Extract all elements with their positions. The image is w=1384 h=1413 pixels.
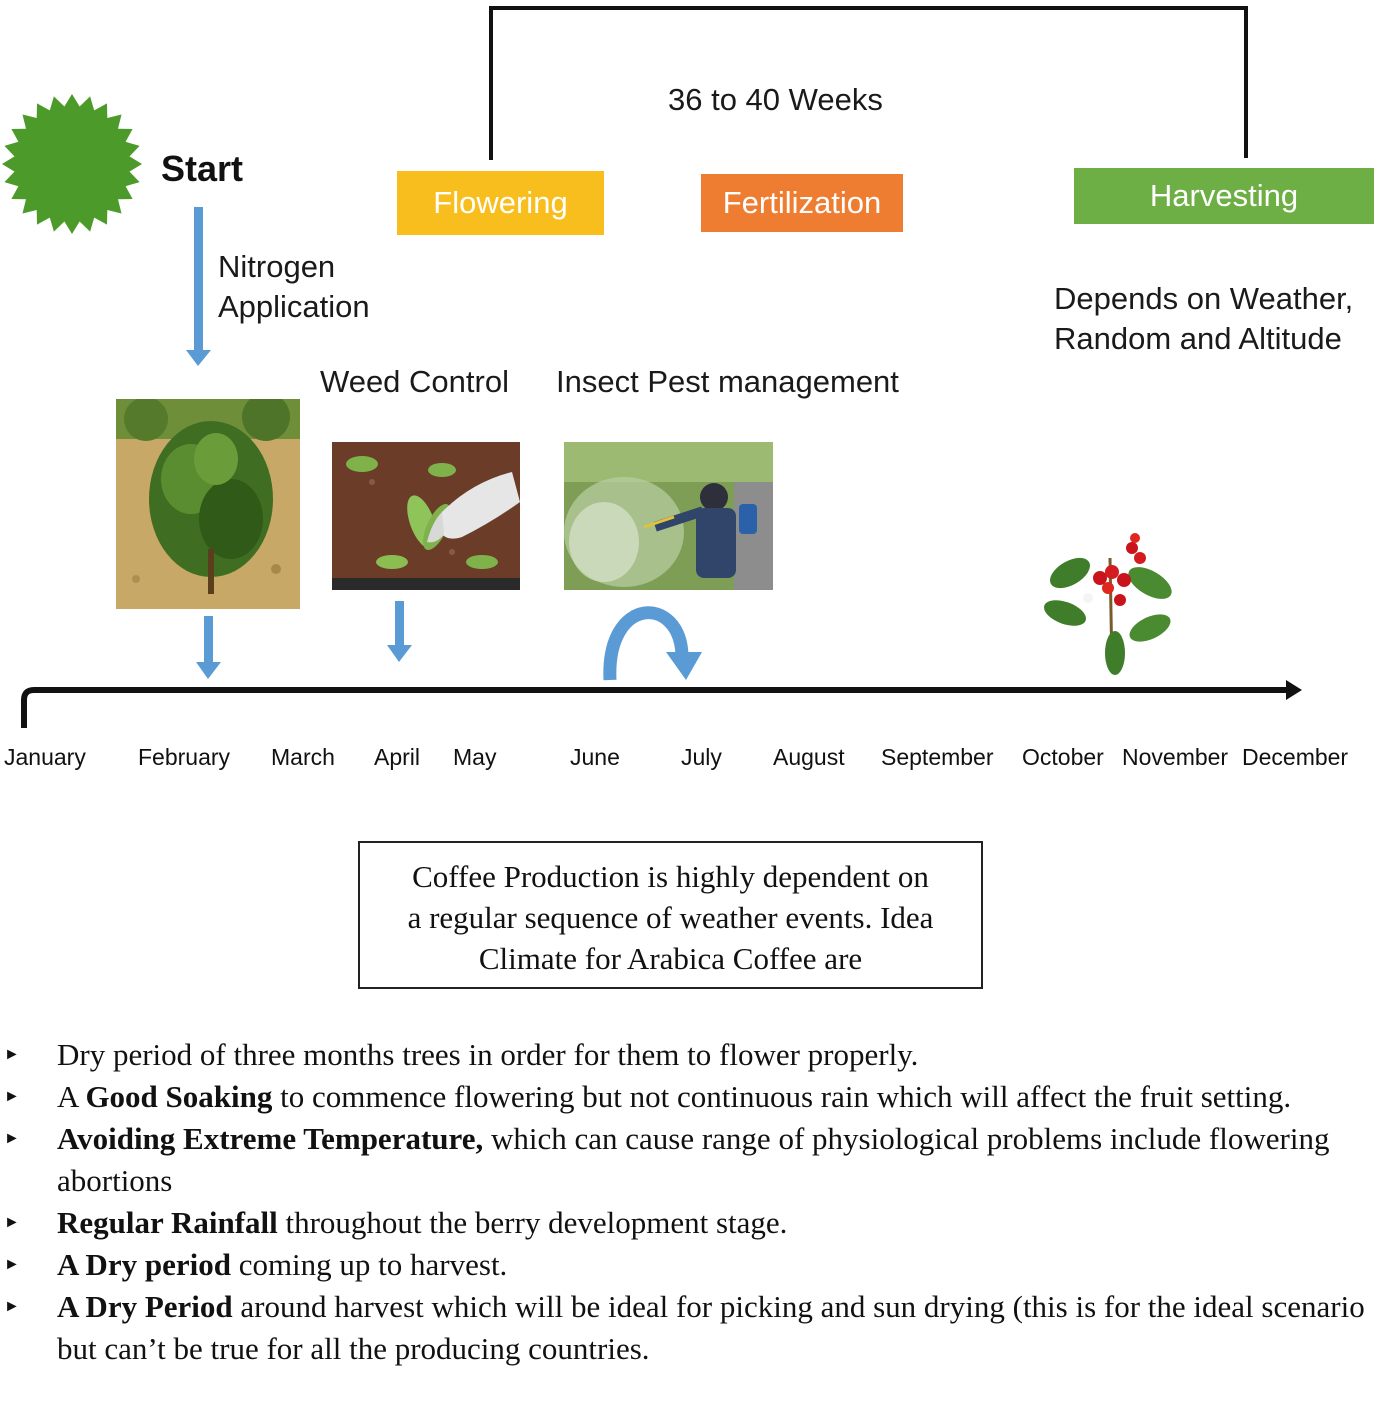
month-may: May — [453, 744, 497, 770]
duration-label: 36 to 40 Weeks — [668, 82, 883, 117]
start-sun-icon — [2, 94, 142, 234]
month-march: March — [271, 744, 335, 770]
harvest-note-line-1: Depends on Weather, — [1054, 281, 1354, 316]
info-line-3: Climate for Arabica Coffee are — [478, 941, 863, 976]
pest-curved-arrow — [603, 606, 702, 681]
climate-info-box: Coffee Production is highly dependent on… — [358, 841, 983, 989]
month-february: February — [138, 744, 231, 770]
month-april: April — [374, 744, 421, 770]
harvesting-stage-box: Harvesting — [1074, 168, 1374, 224]
harvest-note: Depends on Weather, Random and Altitude — [1054, 279, 1353, 359]
nitrogen-arrow — [186, 207, 211, 366]
weed-to-timeline-arrow — [387, 601, 412, 662]
info-line-2: a regular sequence of weather events. Id… — [407, 900, 934, 935]
timeline-axis — [21, 680, 1302, 728]
bullet-item: ►Avoiding Extreme Temperature, which can… — [4, 1121, 1330, 1198]
month-june: June — [570, 744, 620, 770]
pest-spraying-photo — [564, 442, 773, 590]
fertilization-stage-label: Fertilization — [722, 185, 882, 220]
weed-control-label: Weed Control — [320, 364, 509, 399]
nitrogen-label-line-1: Nitrogen — [218, 249, 336, 284]
harvest-note-line-2: Random and Altitude — [1054, 321, 1342, 356]
insect-pest-label: Insect Pest management — [556, 364, 899, 399]
bullet-item: ►Dry period of three months trees in ord… — [4, 1037, 919, 1072]
month-january: January — [4, 744, 86, 770]
month-august: August — [773, 744, 845, 770]
flowering-stage-box: Flowering — [397, 171, 604, 235]
harvesting-stage-label: Harvesting — [1149, 178, 1299, 213]
start-label: Start — [161, 148, 244, 189]
fertilization-stage-box: Fertilization — [701, 174, 903, 232]
bullet-item: ►A Dry Period around harvest which will … — [4, 1289, 1365, 1366]
diagram-lines — [2, 6, 1302, 728]
fertilizer-to-timeline-arrow — [196, 616, 221, 679]
bullet-item: ►A Dry period coming up to harvest. — [4, 1247, 508, 1282]
month-october: October — [1022, 744, 1104, 770]
climate-requirements-list: ►Dry period of three months trees in ord… — [0, 1034, 1384, 1370]
coffee-plant-photo — [116, 399, 300, 609]
coffee-cherry-branch-icon — [1040, 528, 1180, 678]
month-july: July — [681, 744, 722, 770]
info-line-1: Coffee Production is highly dependent on — [412, 859, 929, 894]
nitrogen-label: Nitrogen Application — [218, 247, 370, 327]
bullet-item: ►Regular Rainfall throughout the berry d… — [4, 1205, 788, 1240]
month-september: September — [881, 744, 994, 770]
bullet-item: ►A Good Soaking to commence flowering bu… — [4, 1079, 1292, 1114]
duration-bracket — [489, 6, 1248, 160]
month-december: December — [1242, 744, 1349, 770]
nitrogen-label-line-2: Application — [218, 289, 370, 324]
month-november: November — [1122, 744, 1229, 770]
flowering-stage-label: Flowering — [433, 185, 568, 220]
weed-control-photo — [332, 442, 520, 590]
